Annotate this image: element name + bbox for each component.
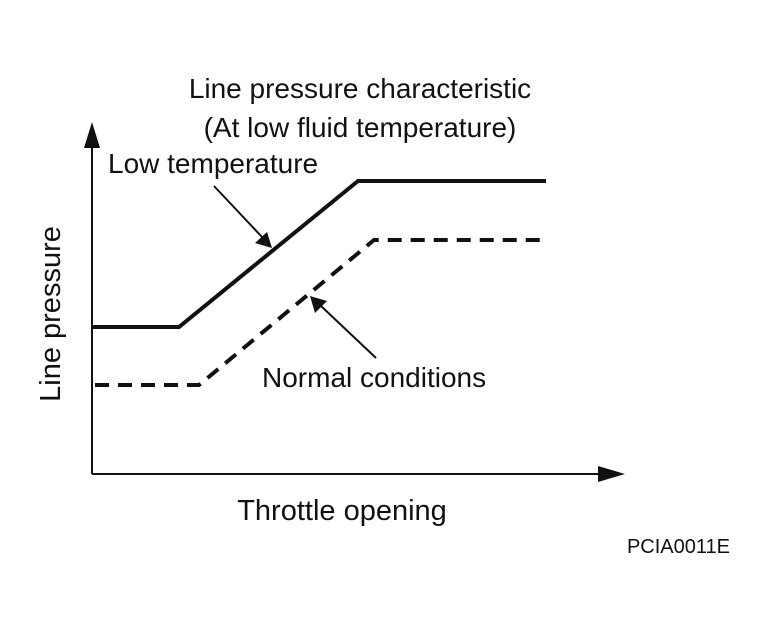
y-axis-label: Line pressure <box>35 226 67 402</box>
title-line-2: (At low fluid temperature) <box>204 112 517 143</box>
normal-conditions-curve <box>95 238 546 387</box>
figure-code: PCIA0011E <box>627 536 730 558</box>
normal-conditions-leader-line <box>320 305 377 359</box>
x-axis-label: Throttle opening <box>237 495 447 527</box>
normal-conditions-leader-arrowhead <box>310 296 327 313</box>
low-temperature-label: Low temperature <box>108 148 318 179</box>
low-temperature-leader-line <box>213 185 263 238</box>
x-axis-arrowhead <box>598 466 625 482</box>
y-axis-arrowhead <box>84 122 100 148</box>
normal-conditions-label: Normal conditions <box>262 362 486 393</box>
low-temperature-leader-arrowhead <box>255 232 272 248</box>
low-temperature-curve <box>92 179 546 329</box>
title-line-1: Line pressure characteristic <box>189 73 531 104</box>
